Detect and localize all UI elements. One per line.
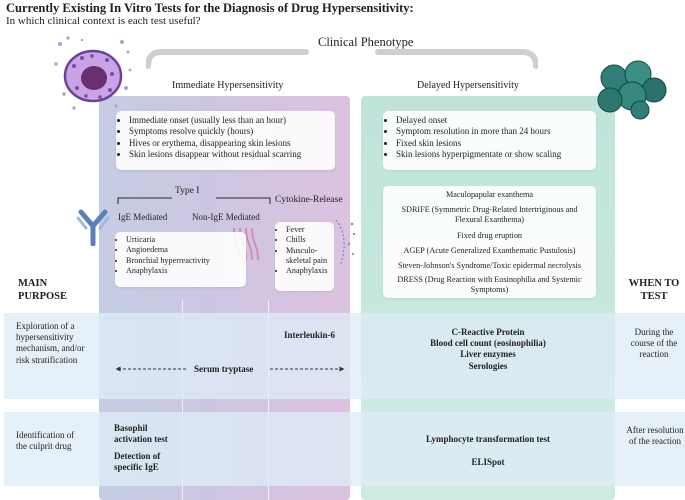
phenotype-bracket bbox=[146, 49, 538, 69]
feature-item: Symptom resolution in more than 24 hours bbox=[396, 126, 596, 137]
ige-antibody-icon bbox=[76, 209, 110, 246]
immediate-heading: Immediate Hypersensitivity bbox=[172, 80, 284, 91]
cytokine-symptoms-card: Fever Chills Musculo-skeletal pain Anaph… bbox=[275, 222, 334, 291]
column-divider bbox=[182, 300, 183, 500]
condition-item: SDRIFE (Symmetric Drug-Related Intertrig… bbox=[401, 205, 578, 225]
figure-subtitle: In which clinical context is each test u… bbox=[6, 15, 201, 27]
symptom-item: Anaphylaxis bbox=[286, 266, 334, 276]
condition-item: DRESS (Drug Reaction with Eosinophilia a… bbox=[397, 275, 582, 295]
basophil-activation-test: Basophil activation test bbox=[114, 423, 168, 445]
column-divider bbox=[268, 300, 269, 500]
serologies-test: Serologies bbox=[468, 360, 508, 371]
condition-item: Maculopapular exanthema bbox=[445, 190, 534, 199]
lymphocyte-cluster-icon bbox=[597, 60, 667, 120]
figure-title: Currently Existing In Vitro Tests for th… bbox=[6, 1, 414, 15]
mechanism-row-band bbox=[4, 313, 685, 399]
ige-mediated-label: IgE Mediated bbox=[118, 212, 168, 222]
type-i-symptoms-card: Urticaria Angioedema Bronchial hyperreac… bbox=[115, 232, 246, 287]
liver-enzymes-test: Liver enzymes bbox=[460, 349, 516, 360]
crp-test: C-Reactive Protein bbox=[451, 327, 525, 337]
delayed-conditions-card: Maculopapular exanthema SDRIFE (Symmetri… bbox=[383, 186, 596, 298]
elispot-test: ELISpot bbox=[471, 457, 505, 467]
culprit-row-band bbox=[4, 412, 685, 486]
blood-count-test: Blood cell count (eosinophilia) bbox=[430, 338, 546, 349]
purpose-mechanism: Exploration of a hypersensitivity mechan… bbox=[16, 321, 85, 365]
feature-item: Symptoms resolve quickly (hours) bbox=[129, 126, 335, 137]
feature-item: Skin lesions disappear without residual … bbox=[129, 149, 335, 160]
specific-ige-test: Detection of specific IgE bbox=[114, 451, 161, 473]
purpose-culprit: Identification of the culprit drug bbox=[16, 430, 75, 452]
when-to-test-label: WHEN TO TEST bbox=[628, 278, 680, 302]
symptom-item: Fever bbox=[286, 225, 334, 235]
mast-cell-icon bbox=[54, 36, 132, 110]
feature-item: Delayed onset bbox=[396, 115, 596, 126]
when-after-resolution: After resolution of the reaction bbox=[626, 425, 684, 447]
feature-item: Skin lesions hyperpigmentate or show sca… bbox=[396, 149, 596, 160]
when-during-reaction: During the course of the reaction bbox=[630, 327, 678, 360]
symptom-item: Angioedema bbox=[126, 245, 246, 255]
main-purpose-label: MAIN PURPOSE bbox=[18, 278, 68, 302]
symptom-item: Chills bbox=[286, 235, 334, 245]
cytokine-release-label: Cytokine-Release bbox=[275, 195, 343, 205]
symptom-item: Anaphylaxis bbox=[126, 266, 246, 276]
condition-item: Fixed drug eruption bbox=[456, 230, 523, 240]
feature-item: Hives or erythema, disappearing skin les… bbox=[129, 138, 335, 149]
interleukin-6-test: Interleukin-6 bbox=[284, 330, 336, 340]
clinical-phenotype-label: Clinical Phenotype bbox=[318, 35, 414, 49]
delayed-features-card: Delayed onset Symptom resolution in more… bbox=[383, 111, 596, 170]
feature-item: Fixed skin lesions bbox=[396, 138, 596, 149]
non-ige-mediated-label: Non-IgE Mediated bbox=[192, 212, 260, 222]
delayed-mechanism-tests: C-Reactive Protein Blood cell count (eos… bbox=[361, 327, 615, 372]
serum-tryptase-arrow bbox=[115, 366, 345, 372]
serum-tryptase-test: Serum tryptase bbox=[194, 364, 254, 374]
symptom-item: Bronchial hyperreactivity bbox=[126, 256, 246, 266]
type-i-bracket bbox=[117, 197, 271, 204]
immediate-features-card: Immediate onset (usually less than an ho… bbox=[116, 111, 335, 170]
symptom-item: Musculo-skeletal pain bbox=[286, 246, 334, 267]
condition-item: AGEP (Acute Generalized Exanthematic Pus… bbox=[403, 245, 576, 255]
delayed-heading: Delayed Hypersensitivity bbox=[417, 80, 519, 91]
cytokine-arrow-icon bbox=[335, 219, 356, 267]
feature-item: Immediate onset (usually less than an ho… bbox=[129, 115, 335, 126]
condition-item: Steven-Johnson's Syndrome/Toxic epiderma… bbox=[397, 261, 582, 271]
lymphocyte-transformation-test: Lymphocyte transformation test bbox=[426, 434, 550, 444]
type-i-label: Type I bbox=[175, 186, 200, 196]
symptom-item: Urticaria bbox=[126, 235, 246, 245]
